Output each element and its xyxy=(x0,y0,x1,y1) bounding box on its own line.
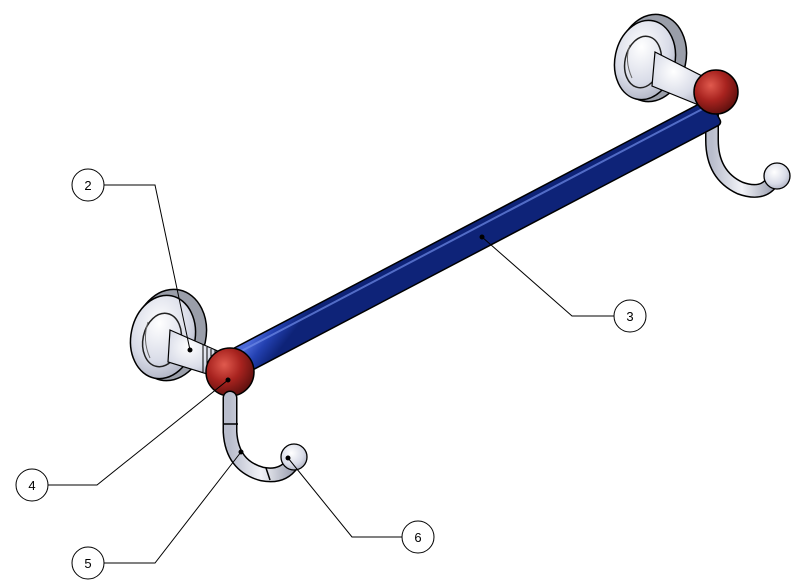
left-hook xyxy=(222,390,308,483)
left-end-cap xyxy=(205,347,255,397)
right-bracket xyxy=(613,13,791,198)
balloon-6: 6 xyxy=(285,455,435,554)
balloon-5: 5 xyxy=(71,449,244,580)
balloon-label-4: 4 xyxy=(28,478,35,493)
left-bracket xyxy=(129,288,221,382)
towel-rod xyxy=(226,99,722,377)
balloon-label-5: 5 xyxy=(84,556,91,571)
balloon-label-2: 2 xyxy=(84,178,91,193)
balloon-label-6: 6 xyxy=(414,530,421,545)
balloon-2: 2 xyxy=(71,168,193,353)
right-end-cap xyxy=(693,69,739,115)
balloon-4: 4 xyxy=(15,377,231,502)
balloon-3: 3 xyxy=(479,234,647,333)
balloon-label-3: 3 xyxy=(626,309,633,324)
